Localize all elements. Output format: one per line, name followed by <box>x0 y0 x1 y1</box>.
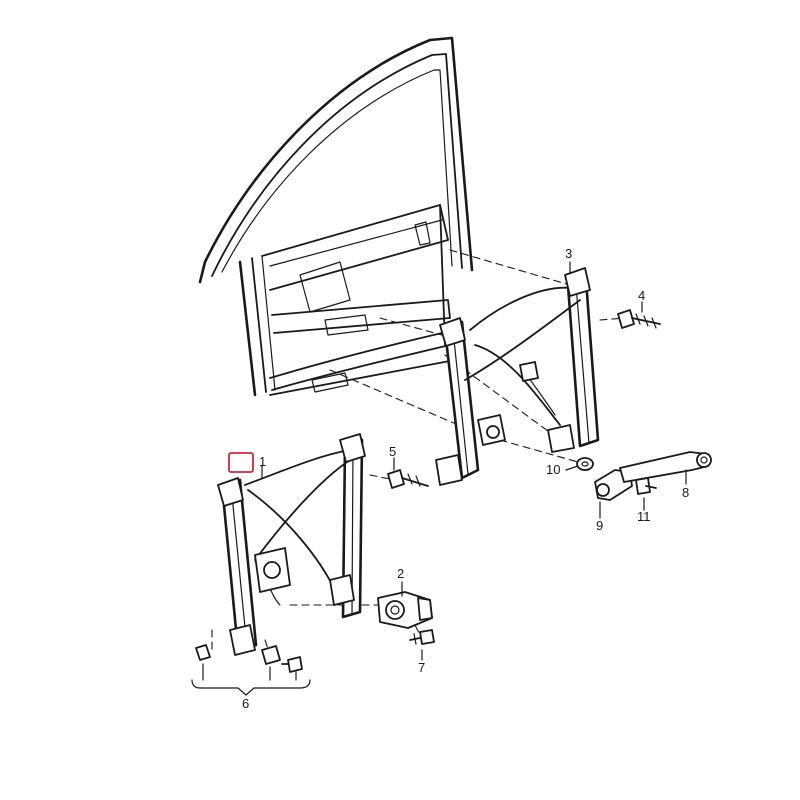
callout-6: 6 <box>242 696 249 711</box>
callout-labels: 1 2 3 4 5 6 7 8 9 10 11 <box>242 246 689 711</box>
callout-1: 1 <box>259 454 266 469</box>
bolt-7 <box>409 629 435 645</box>
upper-window-regulator <box>435 267 600 486</box>
callout-8: 8 <box>682 485 689 500</box>
regulator-motor <box>377 591 433 629</box>
callout-4: 4 <box>638 288 645 303</box>
bolt-5 <box>387 469 429 489</box>
callout-11: 11 <box>637 509 651 524</box>
assembly-guide-lines <box>211 249 691 656</box>
bolt-11 <box>635 477 657 495</box>
door-frame <box>198 36 474 397</box>
callout-5: 5 <box>389 444 396 459</box>
callout-7: 7 <box>418 660 425 675</box>
highlight-box <box>228 452 254 473</box>
callout-2: 2 <box>397 566 404 581</box>
washer-10 <box>576 457 594 471</box>
callout-9: 9 <box>596 518 603 533</box>
callout-10: 10 <box>546 462 560 477</box>
fastener-set-6 <box>195 644 303 673</box>
leader-lines <box>191 261 687 696</box>
callout-3: 3 <box>565 246 572 261</box>
bolt-4 <box>617 309 661 329</box>
linkage-arm <box>594 451 712 501</box>
lower-window-regulator <box>217 433 366 656</box>
